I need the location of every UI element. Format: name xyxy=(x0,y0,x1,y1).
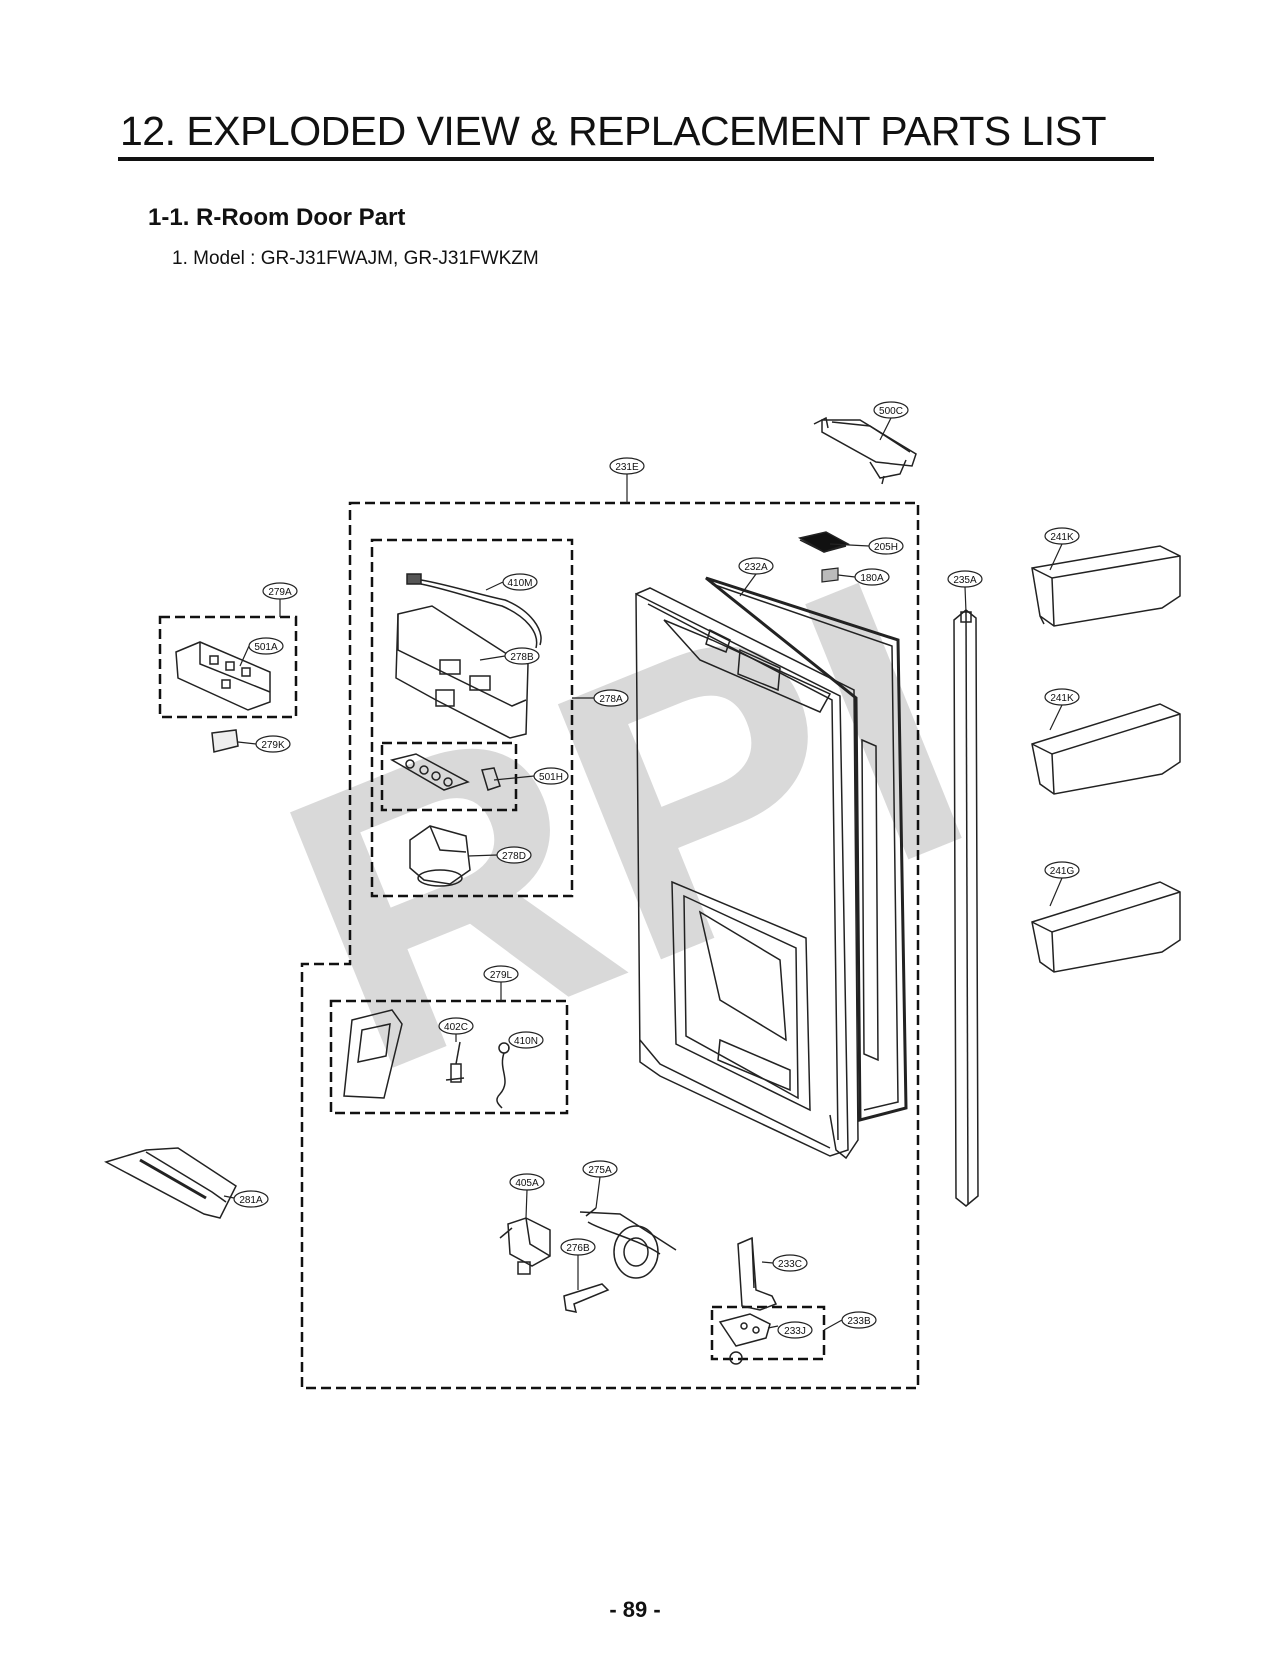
part-279K xyxy=(211,729,239,753)
callout-180A: 180A xyxy=(854,568,890,586)
leader-lines xyxy=(223,417,1063,1331)
boundary-main xyxy=(300,501,920,1390)
callout-278B: 278B xyxy=(504,647,540,665)
bin-241K-mid xyxy=(1031,703,1181,795)
dispenser-recess xyxy=(671,880,811,1112)
group-278A-parts xyxy=(390,573,542,887)
callout-410N: 410N xyxy=(508,1031,544,1049)
door-frame xyxy=(635,587,859,1160)
svg-text:241K: 241K xyxy=(1050,532,1074,543)
bin-241K-top xyxy=(1031,545,1181,627)
boundary-501H xyxy=(380,741,518,812)
svg-text:501A: 501A xyxy=(254,642,278,653)
svg-text:278A: 278A xyxy=(599,694,623,705)
svg-text:402C: 402C xyxy=(444,1022,468,1033)
boundary-233B xyxy=(710,1305,826,1361)
callout-278A: 278A xyxy=(593,689,629,707)
pcb-501H xyxy=(390,753,501,791)
svg-text:405A: 405A xyxy=(515,1178,539,1189)
callout-402C: 402C xyxy=(438,1017,474,1035)
page-title: 12. EXPLODED VIEW & REPLACEMENT PARTS LI… xyxy=(120,108,1107,154)
svg-text:275A: 275A xyxy=(588,1165,612,1176)
part-205H xyxy=(797,531,850,553)
door-bins xyxy=(1031,545,1181,973)
svg-text:180A: 180A xyxy=(860,573,884,584)
svg-text:410N: 410N xyxy=(514,1036,538,1047)
part-405A xyxy=(499,1217,551,1275)
callout-281A: 281A xyxy=(233,1190,269,1208)
svg-text:278B: 278B xyxy=(510,652,534,663)
top-cap xyxy=(663,619,832,713)
svg-text:235A: 235A xyxy=(953,575,977,586)
callout-276B: 276B xyxy=(560,1238,596,1256)
cover-281A xyxy=(104,1147,237,1219)
part-callouts: 500C 231E 205H 180A 232A 235A 241K 241K … xyxy=(233,401,1080,1339)
callout-241K-top: 241K xyxy=(1044,527,1080,545)
svg-text:233J: 233J xyxy=(784,1326,806,1337)
callout-279L: 279L xyxy=(483,965,519,983)
group-279L-parts xyxy=(343,1009,510,1109)
wire-410M xyxy=(406,573,542,649)
part-276B xyxy=(563,1283,610,1313)
bracket-278B xyxy=(395,605,529,739)
svg-text:241K: 241K xyxy=(1050,693,1074,704)
callout-275A: 275A xyxy=(582,1160,618,1178)
svg-text:232A: 232A xyxy=(744,562,768,573)
callout-410M: 410M xyxy=(502,573,538,591)
svg-text:241G: 241G xyxy=(1050,866,1075,877)
callout-233J: 233J xyxy=(777,1321,813,1339)
callout-241K-mid: 241K xyxy=(1044,688,1080,706)
svg-text:233B: 233B xyxy=(847,1316,871,1327)
boundary-278A xyxy=(370,538,574,898)
hinge-500C xyxy=(813,416,917,485)
svg-text:279A: 279A xyxy=(268,587,292,598)
callout-279K: 279K xyxy=(255,735,291,753)
section-title: 1-1. R-Room Door Part xyxy=(148,204,406,231)
svg-text:501H: 501H xyxy=(539,772,563,783)
svg-text:410M: 410M xyxy=(507,578,532,589)
bin-241G xyxy=(1031,881,1181,973)
page-number: - 89 - xyxy=(609,1597,661,1622)
svg-text:276B: 276B xyxy=(566,1243,590,1254)
callout-205H: 205H xyxy=(868,537,904,555)
callout-279A: 279A xyxy=(262,582,298,600)
boundary-279L xyxy=(329,999,569,1115)
sensor-402C xyxy=(445,1041,465,1083)
svg-text:278D: 278D xyxy=(502,851,526,862)
part-233C xyxy=(737,1236,778,1311)
boundary-279A xyxy=(158,615,298,719)
svg-text:233C: 233C xyxy=(778,1259,802,1270)
callout-235A: 235A xyxy=(947,570,983,588)
svg-text:500C: 500C xyxy=(879,406,903,417)
callout-278D: 278D xyxy=(496,846,532,864)
callout-501A: 501A xyxy=(248,637,284,655)
callout-232A: 232A xyxy=(738,557,774,575)
callout-241G: 241G xyxy=(1044,861,1080,879)
title-underline xyxy=(118,157,1154,161)
part-233J xyxy=(718,1313,771,1365)
door-panel xyxy=(635,592,849,1157)
part-278D xyxy=(409,825,471,887)
svg-text:205H: 205H xyxy=(874,542,898,553)
callout-500C: 500C xyxy=(873,401,909,419)
svg-text:279L: 279L xyxy=(490,970,513,981)
door-assembly xyxy=(635,576,908,1160)
callout-233C: 233C xyxy=(772,1254,808,1272)
callout-233B: 233B xyxy=(841,1311,877,1329)
callout-501H: 501H xyxy=(533,767,569,785)
svg-text:231E: 231E xyxy=(615,462,639,473)
panel-279L xyxy=(343,1009,403,1099)
part-180A xyxy=(821,567,839,583)
group-279A-parts xyxy=(175,641,271,711)
lower-parts xyxy=(499,1207,778,1365)
callout-405A: 405A xyxy=(509,1173,545,1191)
part-275A xyxy=(579,1207,677,1279)
svg-text:281A: 281A xyxy=(239,1195,263,1206)
model-line: 1. Model : GR-J31FWAJM, GR-J31FWKZM xyxy=(172,248,539,269)
svg-text:279K: 279K xyxy=(261,740,285,751)
group-boundaries xyxy=(158,501,920,1390)
callout-231E: 231E xyxy=(609,457,645,475)
